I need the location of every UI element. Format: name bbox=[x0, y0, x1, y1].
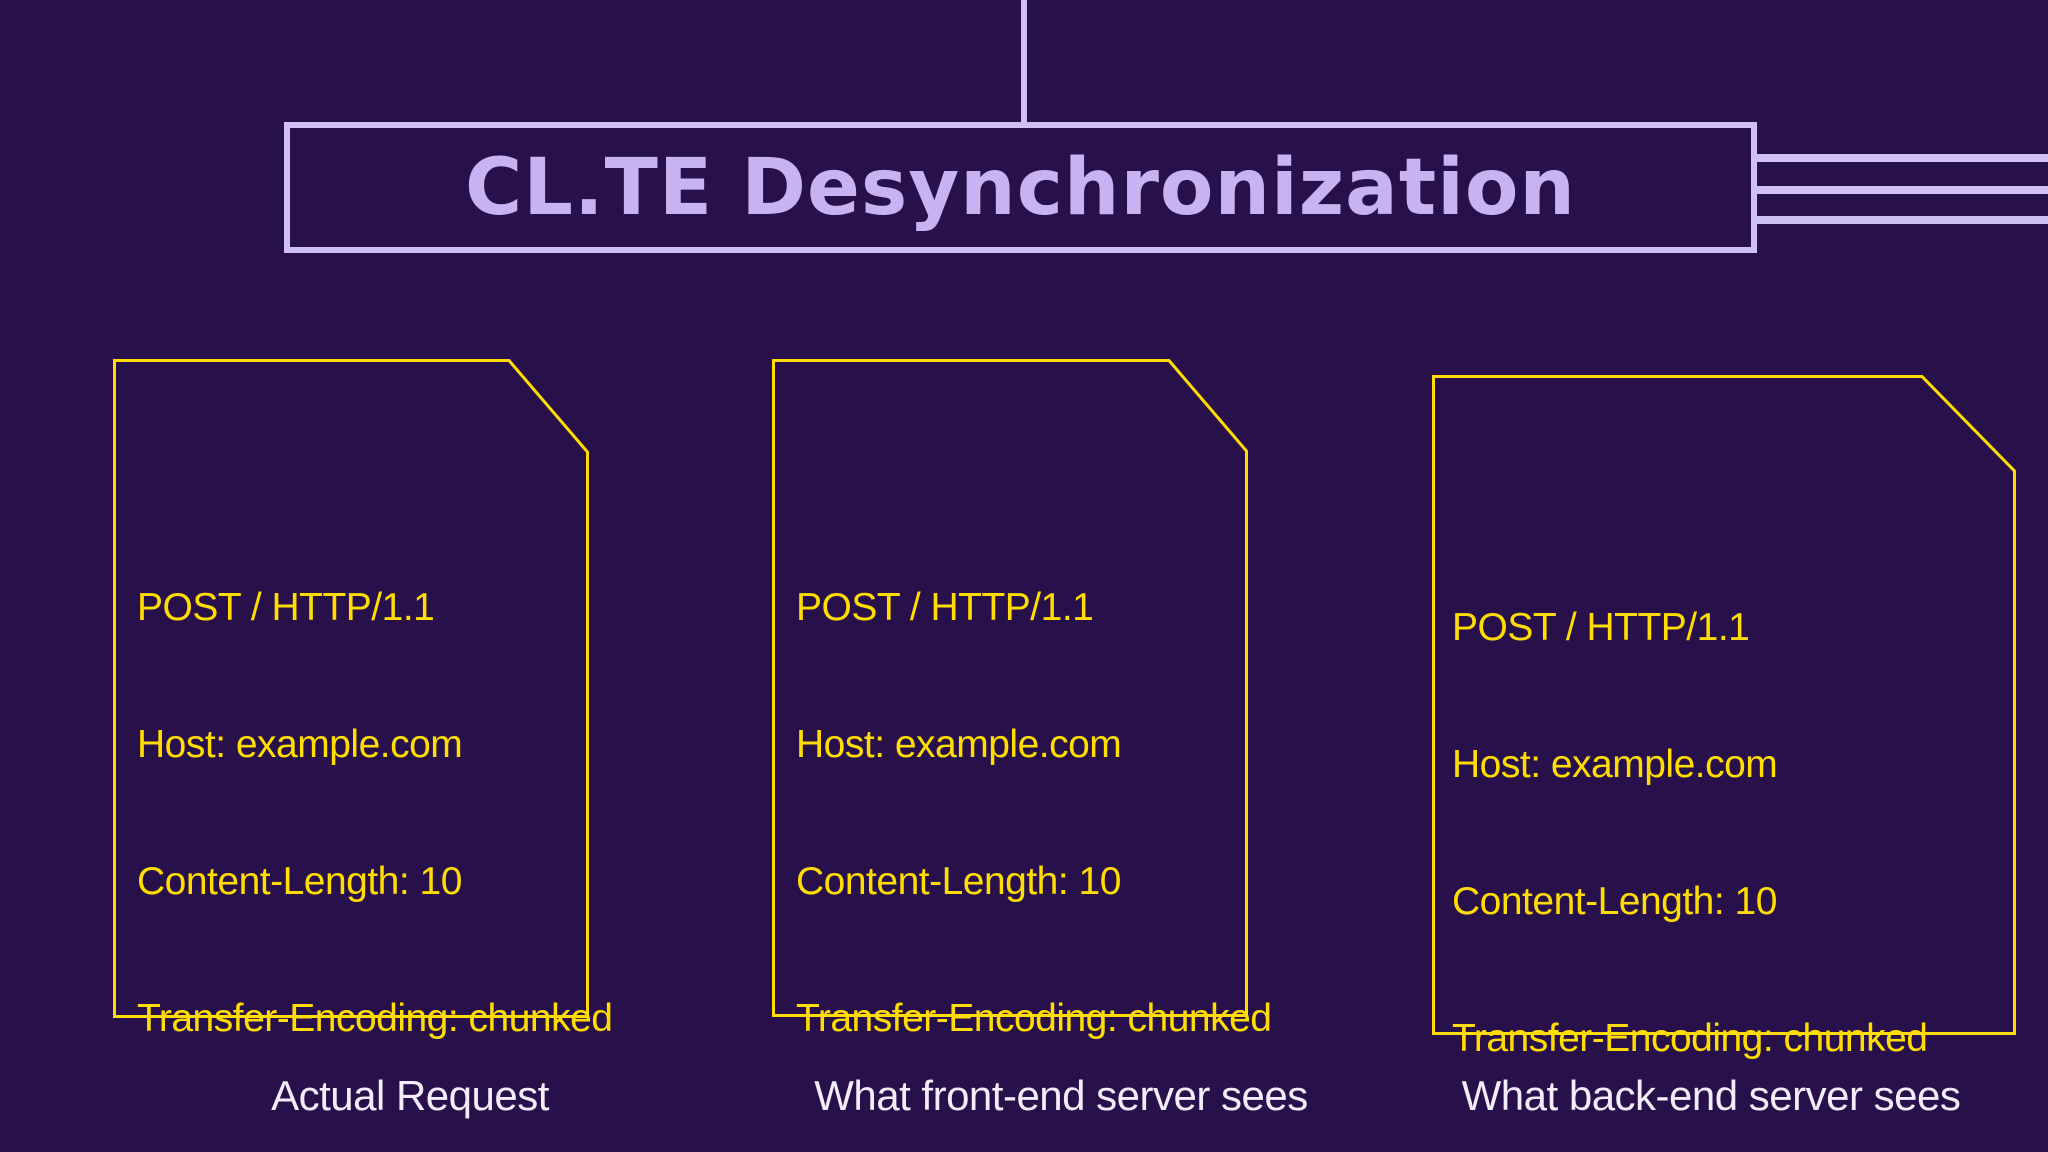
document-shape-outline bbox=[113, 359, 589, 1018]
transfer-encoding-header: Transfer-Encoding: chunked bbox=[137, 997, 613, 1040]
blank-line bbox=[137, 1131, 613, 1152]
content-length-header: Content-Length: 10 bbox=[137, 860, 462, 903]
blank-line bbox=[796, 1131, 1272, 1152]
connector-vertical-line bbox=[1021, 0, 1027, 126]
http-request-text: POST / HTTP/1.1 Host: example.com Conten… bbox=[1452, 515, 1928, 1152]
transfer-encoding-header: Transfer-Encoding: chunked bbox=[1452, 1017, 1928, 1060]
request-line: POST / HTTP/1.1 bbox=[137, 586, 435, 629]
transfer-encoding-header: Transfer-Encoding: chunked bbox=[796, 997, 1272, 1040]
connector-horizontal-line-1 bbox=[1757, 154, 2048, 162]
content-length-header: Content-Length: 10 bbox=[1452, 880, 1777, 923]
host-header: Host: example.com bbox=[1452, 743, 1778, 786]
caption-actual-request: Actual Request bbox=[271, 1072, 549, 1119]
panel-actual-request: POST / HTTP/1.1 Host: example.com Conten… bbox=[113, 359, 613, 1040]
host-header: Host: example.com bbox=[796, 723, 1122, 766]
title-box: CL.TE Desynchronization bbox=[284, 122, 1757, 253]
panel-front-end-view: POST / HTTP/1.1 Host: example.com Conten… bbox=[772, 359, 1272, 1040]
http-request-text: POST / HTTP/1.1 Host: example.com Conten… bbox=[137, 495, 613, 1152]
caption-back-end-view: What back-end server sees bbox=[1461, 1072, 1961, 1119]
http-request-text: POST / HTTP/1.1 Host: example.com Conten… bbox=[796, 495, 1272, 1152]
panel-back-end-view: POST / HTTP/1.1 Host: example.com Conten… bbox=[1432, 375, 2016, 1060]
request-line: POST / HTTP/1.1 bbox=[796, 586, 1094, 629]
caption-front-end-view: What front-end server sees bbox=[814, 1072, 1308, 1119]
connector-horizontal-line-3 bbox=[1757, 216, 2048, 224]
connector-horizontal-line-2 bbox=[1757, 186, 2048, 194]
document-shape-outline bbox=[1432, 375, 2016, 1035]
host-header: Host: example.com bbox=[137, 723, 463, 766]
content-length-header: Content-Length: 10 bbox=[796, 860, 1121, 903]
document-shape-outline bbox=[772, 359, 1248, 1017]
diagram-title: CL.TE Desynchronization bbox=[465, 142, 1576, 233]
request-line: POST / HTTP/1.1 bbox=[1452, 606, 1750, 649]
